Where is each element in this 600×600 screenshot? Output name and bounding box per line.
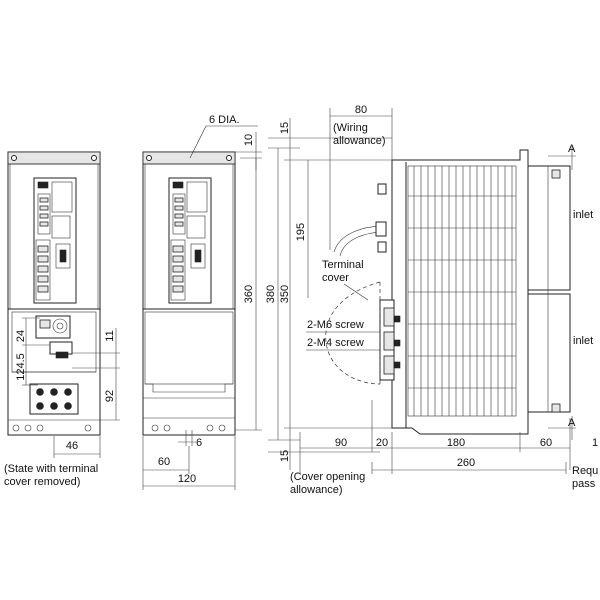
dim-195: 195 <box>295 223 307 241</box>
note-wiring-line2: allowance) <box>333 135 386 147</box>
front-view: 6 DIA. 10 360 6 60 120 <box>142 114 262 490</box>
dim-60: 60 <box>158 456 170 468</box>
dim-46: 46 <box>66 440 78 452</box>
note-wiring-line1: (Wiring <box>333 122 368 134</box>
dim-edge-1: 1 <box>592 437 598 449</box>
dim-260: 260 <box>457 457 475 469</box>
note-terminal-cover-line2: cover <box>322 272 349 284</box>
dim-92: 92 <box>104 390 116 402</box>
note-cover-opening-line2: allowance) <box>290 484 343 496</box>
dim-side-60: 60 <box>540 437 552 449</box>
dim-bottom-15: 15 <box>279 450 291 462</box>
dim-6: 6 <box>196 437 202 449</box>
dim-120: 120 <box>178 473 196 485</box>
note-m4-screw: 2-M4 screw <box>307 337 364 349</box>
note-state-line1: (State with terminal <box>4 463 98 475</box>
heatsink-fins <box>407 165 517 417</box>
side-view: 195 80 (Wiring allowance) <box>290 104 598 496</box>
dim-20: 20 <box>376 437 388 449</box>
note-state-line2: cover removed) <box>4 476 80 488</box>
inlet-label-bottom: inlet <box>573 335 593 347</box>
dim-380: 380 <box>265 285 277 303</box>
dim-24: 24 <box>15 330 27 342</box>
dim-11: 11 <box>104 330 116 341</box>
dim-124-5: 124.5 <box>15 353 27 381</box>
dim-10: 10 <box>243 134 255 146</box>
note-m6-screw: 2-M6 screw <box>307 319 364 331</box>
dim-80: 80 <box>355 104 367 116</box>
dim-180: 180 <box>447 437 465 449</box>
front-view-without-cover: 24 124.5 11 92 46 <box>7 151 120 458</box>
note-required-line1: Requ <box>572 465 598 477</box>
dim-360: 360 <box>243 285 255 303</box>
dim-90: 90 <box>335 437 347 449</box>
inlet-label-top: inlet <box>573 209 593 221</box>
note-required-line2: pass <box>572 478 596 490</box>
dim-350: 350 <box>279 285 291 303</box>
section-mark-top: A <box>568 143 576 155</box>
section-mark-bottom: A <box>568 417 576 429</box>
note-cover-opening-line1: (Cover opening <box>290 471 365 483</box>
dim-top-15: 15 <box>279 122 291 134</box>
note-6-dia: 6 DIA. <box>209 114 240 126</box>
height-dimensions: 380 15 350 15 <box>265 118 392 470</box>
note-terminal-cover-line1: Terminal <box>322 259 364 271</box>
